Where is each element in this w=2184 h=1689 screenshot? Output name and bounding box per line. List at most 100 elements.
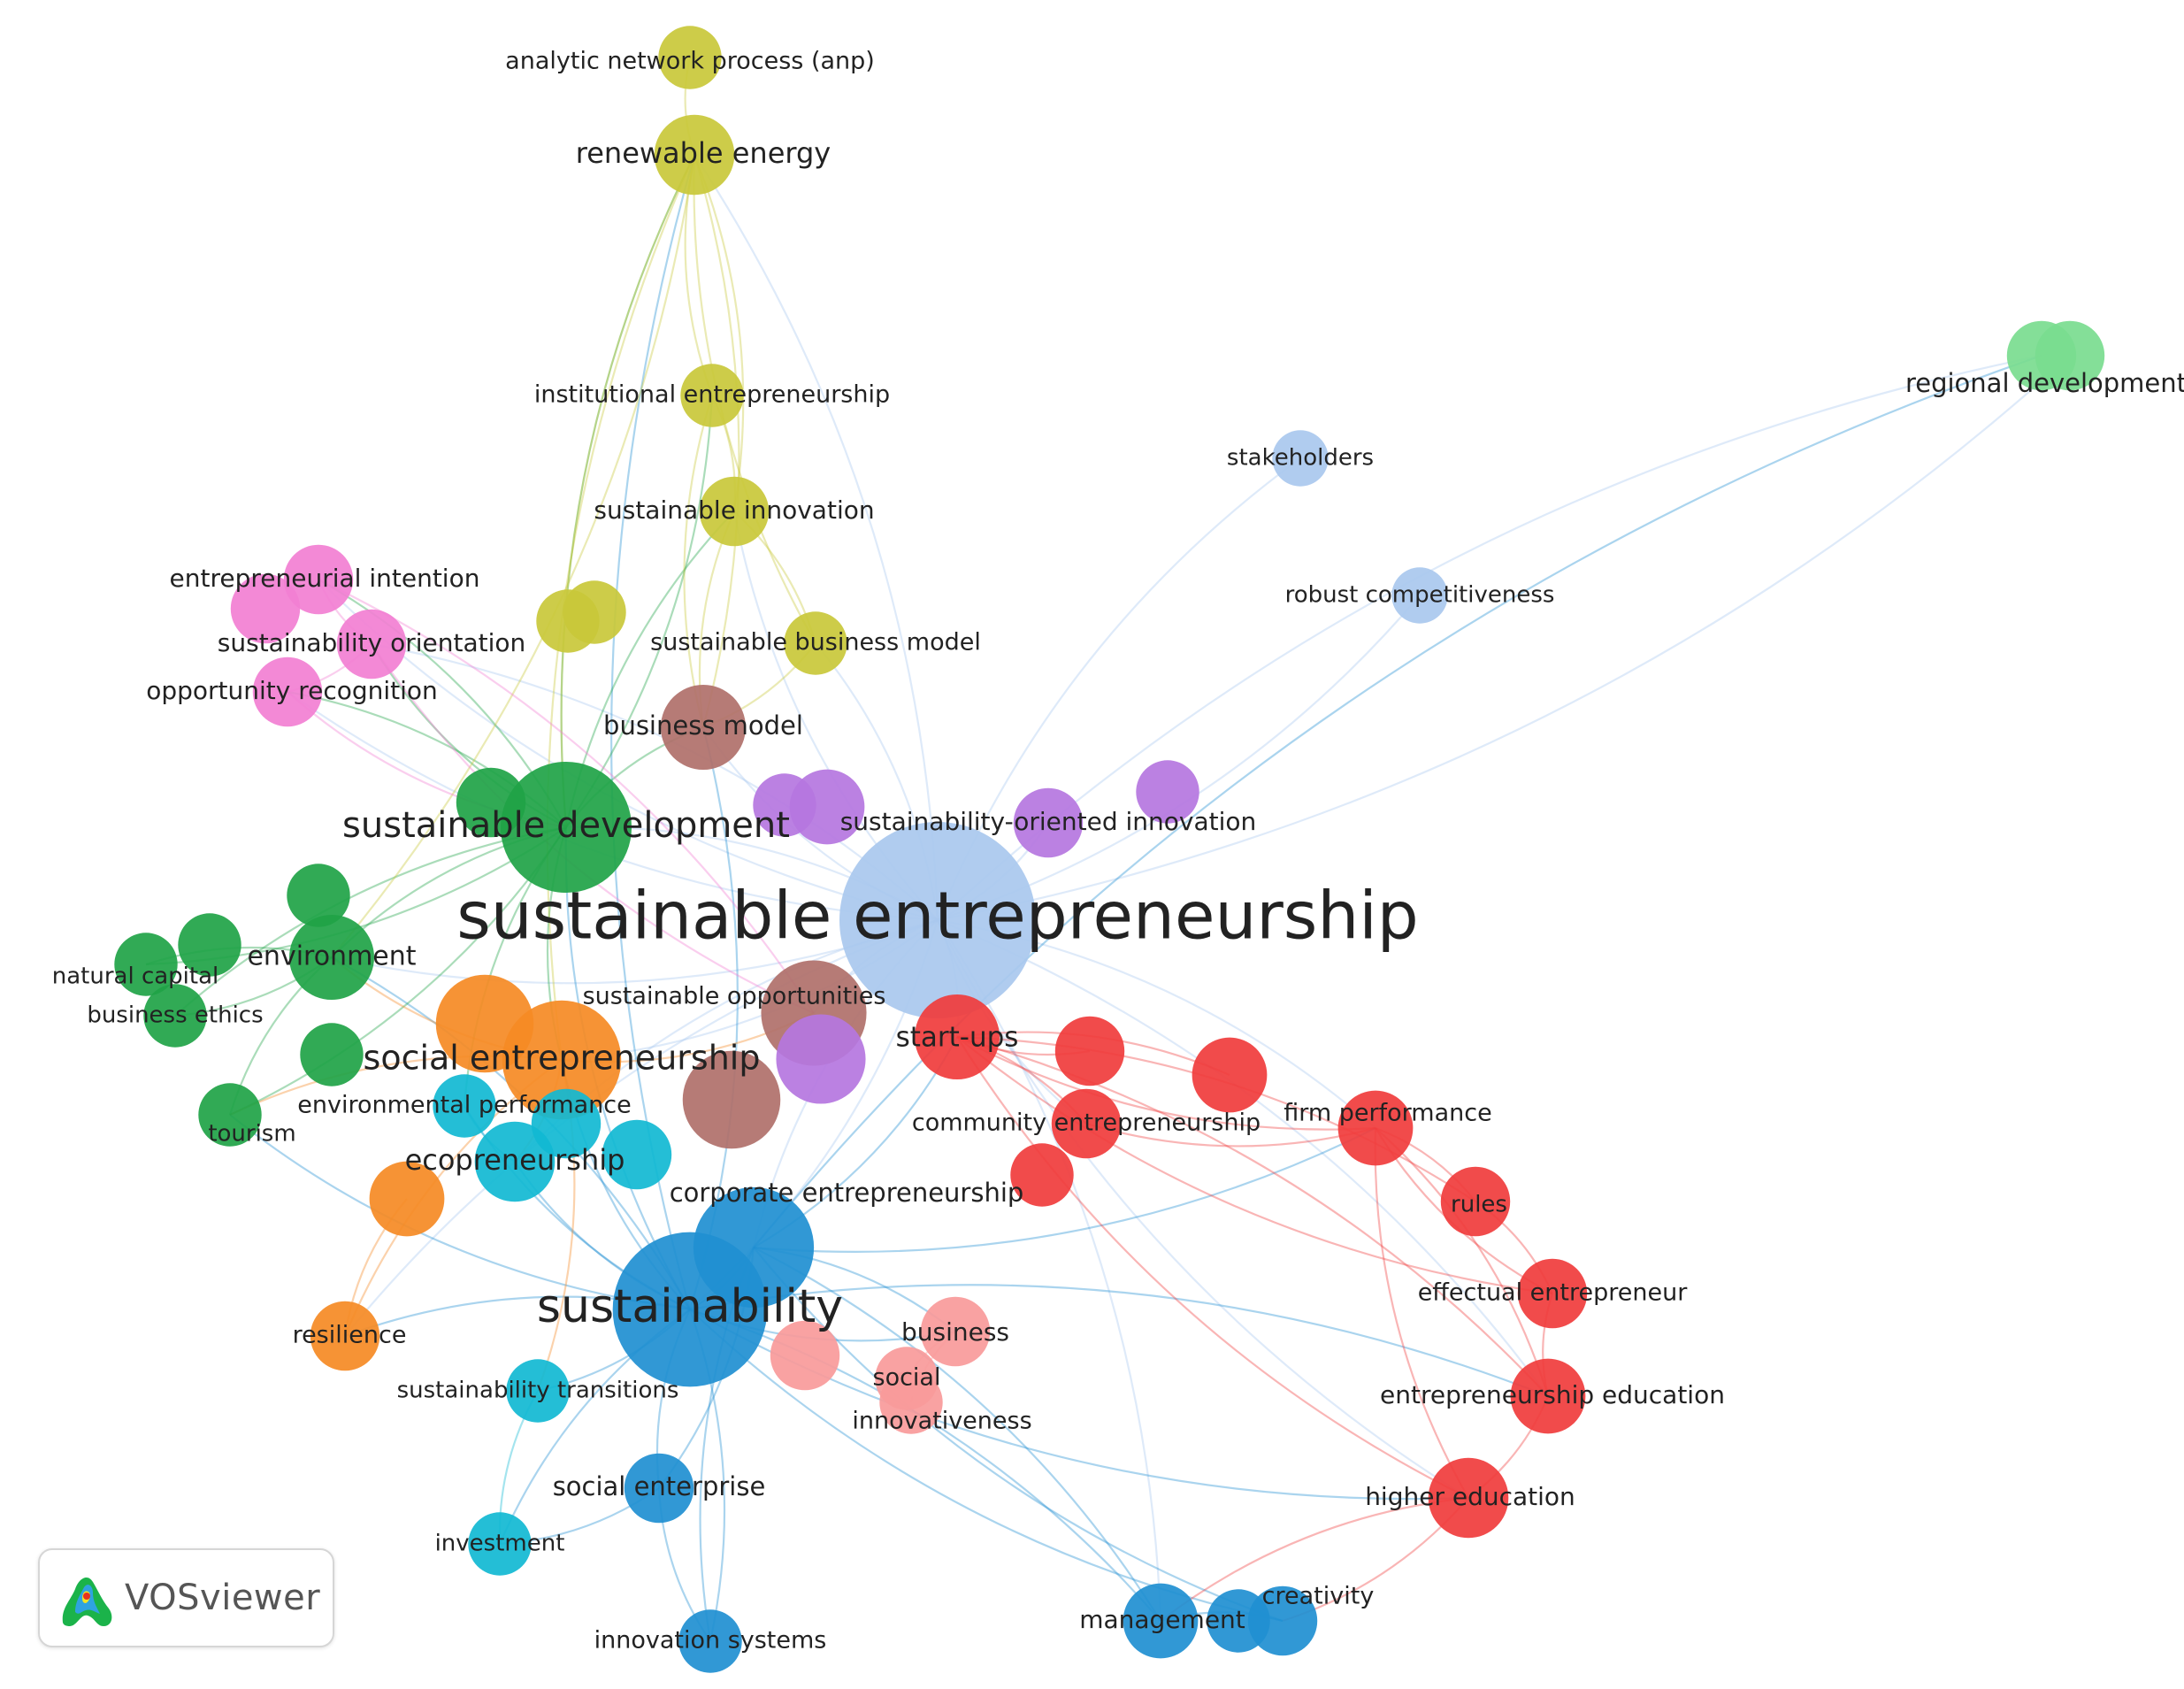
node-p_orange2[interactable] [435,974,534,1073]
node-p_green3[interactable] [178,913,241,977]
node-p_orange3[interactable] [369,1161,445,1237]
edge-re-bm [693,154,740,728]
node-biz[interactable] [920,1296,991,1367]
node-p_blue3[interactable] [1207,1589,1270,1653]
node-ie[interactable] [680,364,744,427]
edge-se-re [694,154,939,921]
label-so: sustainability orientation [218,628,525,657]
node-st[interactable] [506,1359,570,1423]
node-p_yellow4[interactable] [563,580,626,644]
label-sd: sustainable development [342,805,790,846]
vosviewer-badge[interactable]: VOSviewer [38,1548,334,1647]
node-be[interactable] [143,984,207,1048]
label-eint: entrepreneurial intention [170,564,480,593]
edge-sd-re [560,154,695,828]
label-or: opportunity recognition [146,676,438,705]
label-eco: ecopreneurship [405,1143,625,1177]
node-he[interactable] [1428,1457,1509,1539]
node-or[interactable] [252,656,323,727]
node-rc[interactable] [1391,567,1448,624]
node-corp[interactable] [693,1186,815,1309]
node-eco[interactable] [474,1121,556,1202]
label-biz: business [901,1317,1009,1347]
node-se[interactable] [839,822,1036,1018]
label-su: start-ups [896,1022,1019,1054]
node-p_pur2[interactable] [753,773,816,837]
node-p_pur4[interactable] [776,1014,866,1104]
node-mgmt[interactable] [1123,1583,1199,1659]
node-p_pink1[interactable] [230,573,301,644]
label-inv: investment [435,1531,565,1557]
node-p_green1[interactable] [456,767,526,838]
label-res: resilience [293,1322,407,1349]
node-sent[interactable] [624,1453,694,1524]
label-rc: robust competitiveness [1285,582,1555,609]
node-eint[interactable] [283,544,354,615]
node-p_brown2[interactable] [682,1050,781,1149]
node-si[interactable] [699,476,770,547]
label-stake: stakeholders [1227,445,1374,472]
node-innov[interactable] [879,1370,943,1434]
node-fp[interactable] [1337,1090,1414,1166]
edge-re-env [331,154,696,958]
label-ee: effectual entrepreneur [1418,1279,1689,1307]
edge-sust-ed [689,1284,1549,1398]
node-p_red3[interactable] [1010,1143,1074,1207]
edge-re-si [693,154,745,512]
node-bm[interactable] [661,685,746,770]
label-bm: business model [603,710,803,741]
label-mgmt: management [1079,1605,1245,1634]
label-si: sustainable innovation [594,495,874,525]
node-ee[interactable] [1517,1258,1588,1329]
label-ie: institutional entrepreneurship [534,381,890,409]
node-so[interactable] [336,609,407,679]
label-he: higher education [1365,1482,1575,1511]
label-ep: environmental performance [297,1092,632,1119]
label-be: business ethics [87,1002,263,1029]
node-env[interactable] [289,915,374,1000]
edge-sust-mgmt [689,1308,1161,1622]
label-crea: creativity [1262,1583,1375,1610]
node-p_cyan3[interactable] [602,1119,672,1190]
node-re[interactable] [654,114,735,196]
node-rules[interactable] [1440,1166,1511,1237]
node-nc[interactable] [114,933,178,996]
node-ed[interactable] [1510,1358,1586,1434]
label-rules: rules [1451,1192,1507,1218]
node-res[interactable] [310,1301,380,1371]
node-soi[interactable] [1013,787,1084,858]
node-p_green4[interactable] [300,1023,364,1086]
node-p_cyan2[interactable] [531,1088,602,1159]
edge-ce-fp [1085,1122,1376,1148]
vosviewer-logo-icon [62,1577,112,1626]
node-su[interactable] [915,994,1000,1079]
node-p_red1[interactable] [1192,1037,1268,1113]
edge-fp-he [1374,1127,1469,1499]
edge-su-ee [956,1036,1553,1295]
edge-su-fp [956,1036,1376,1131]
node-p_pur3[interactable] [1136,760,1199,824]
node-sbm[interactable] [784,611,847,675]
label-st: sustainability transitions [397,1378,679,1404]
label-sopp: sustainable opportunities [583,983,886,1010]
label-is: innovation systems [594,1627,827,1654]
node-p_red2[interactable] [1054,1016,1125,1086]
node-tour[interactable] [198,1083,262,1147]
network-labels: sustainable entrepreneurshipsustainabili… [52,48,2184,1654]
node-p_green2[interactable] [287,864,350,927]
node-rd2[interactable] [2035,320,2105,391]
node-sd[interactable] [500,761,632,894]
node-p_salmon2[interactable] [770,1320,840,1391]
node-ep[interactable] [433,1074,496,1138]
node-stake[interactable] [1272,430,1329,487]
node-anp[interactable] [658,26,722,89]
node-inv[interactable] [468,1512,532,1576]
edge-corp-crea [753,1247,1284,1623]
label-sent: social enterprise [553,1471,766,1501]
node-crea[interactable] [1247,1585,1318,1656]
label-tour: tourism [208,1121,295,1148]
node-is[interactable] [678,1609,742,1673]
vosviewer-label: VOSviewer [125,1578,321,1618]
node-ce[interactable] [1051,1088,1122,1159]
